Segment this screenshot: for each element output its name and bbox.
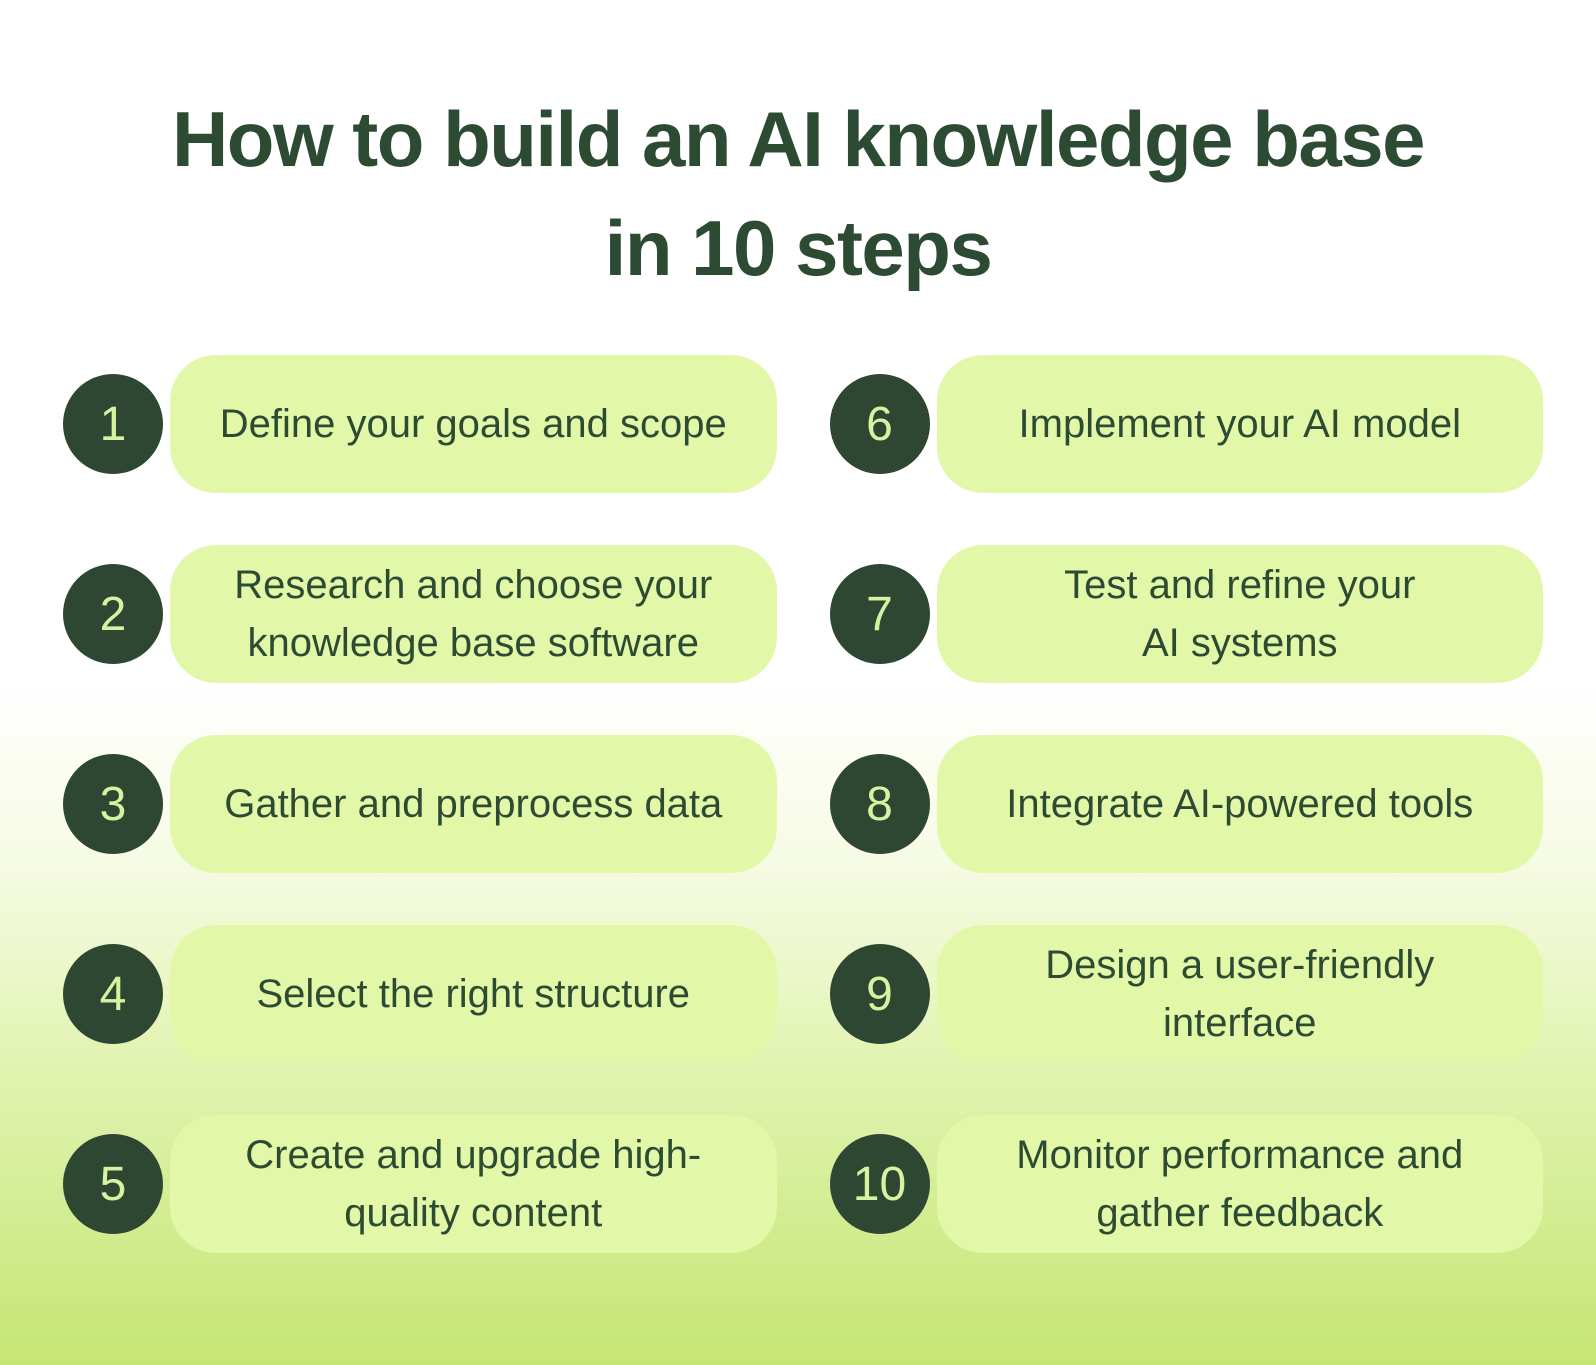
step-label: Monitor performance and gather feedback [1016,1133,1464,1236]
page-title-line1: How to build an AI knowledge base [171,95,1426,183]
step-number-badge: 7 [829,564,930,665]
step-row-5: 5 Create and upgrade high- quality conte… [63,1115,777,1254]
step-row-3: 3 Gather and preprocess data [63,735,777,874]
step-label: Create and upgrade high- quality content [245,1133,702,1236]
step-label: Implement your AI model [1018,402,1461,447]
step-label: Integrate AI-powered tools [1006,782,1474,827]
step-number-badge: 5 [63,1134,163,1235]
page-title: How to build an AI knowledge base in 10 … [0,0,1596,303]
step-pill: Create and upgrade high- quality content [170,1115,777,1254]
step-label: Research and choose your knowledge base … [234,563,713,666]
step-number-badge: 1 [63,374,163,475]
step-label: Gather and preprocess data [224,782,723,827]
step-row-4: 4 Select the right structure [63,925,777,1064]
step-pill: Integrate AI-powered tools [936,735,1543,874]
step-number-badge: 8 [829,754,930,855]
steps-grid: 1 Define your goals and scope 6 Implemen… [0,355,1596,1254]
step-number-badge: 2 [63,564,163,665]
step-label: Design a user-friendly interface [1045,943,1435,1046]
step-number-badge: 4 [63,944,163,1045]
step-number-badge: 10 [829,1134,930,1235]
step-row-10: 10 Monitor performance and gather feedba… [829,1115,1543,1254]
step-row-7: 7 Test and refine your AI systems [829,545,1543,684]
step-number-badge: 9 [829,944,930,1045]
step-label: Test and refine your AI systems [1064,563,1416,666]
step-label: Select the right structure [256,972,691,1017]
step-row-2: 2 Research and choose your knowledge bas… [63,545,777,684]
step-pill: Implement your AI model [936,355,1543,494]
step-pill: Select the right structure [170,925,777,1064]
step-row-8: 8 Integrate AI-powered tools [829,735,1543,874]
step-number-badge: 3 [63,754,163,855]
step-pill: Monitor performance and gather feedback [936,1115,1543,1254]
step-pill: Test and refine your AI systems [936,545,1543,684]
step-label: Define your goals and scope [219,402,727,447]
step-row-6: 6 Implement your AI model [829,355,1543,494]
page-title-line2: in 10 steps [604,204,993,293]
step-pill: Design a user-friendly interface [936,925,1543,1064]
step-number-badge: 6 [829,374,930,475]
step-pill: Define your goals and scope [170,355,777,494]
step-row-9: 9 Design a user-friendly interface [829,925,1543,1064]
step-row-1: 1 Define your goals and scope [63,355,777,494]
step-pill: Research and choose your knowledge base … [170,545,777,684]
step-pill: Gather and preprocess data [170,735,777,874]
